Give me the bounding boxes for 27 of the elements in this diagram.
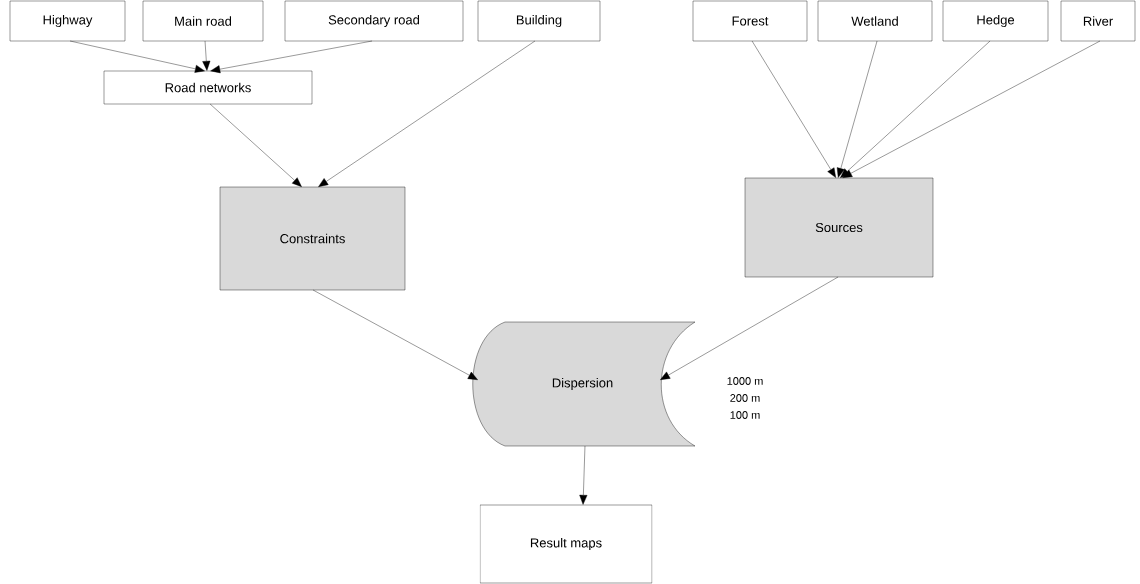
arrow xyxy=(660,276,839,380)
arrow xyxy=(202,40,211,71)
arrow xyxy=(318,40,536,187)
process-box: Road networks xyxy=(103,70,313,105)
process-box: Constraints xyxy=(219,186,406,291)
process-box: Sources xyxy=(744,177,934,278)
arrow xyxy=(751,40,836,178)
process-box: Forest xyxy=(692,0,808,42)
process-box: Result maps xyxy=(479,504,653,584)
arrow xyxy=(69,40,205,73)
arrow xyxy=(836,40,878,178)
distance-label: 100 m xyxy=(730,411,760,419)
distance-label: 1000 m xyxy=(727,377,763,385)
arrow xyxy=(312,289,478,380)
arrow xyxy=(210,40,373,74)
arrow xyxy=(840,40,991,178)
process-box: Main road xyxy=(142,0,264,42)
arrow xyxy=(842,40,1101,178)
arrow xyxy=(579,445,588,505)
process-box: Highway xyxy=(9,0,126,42)
process-box: Secondary road xyxy=(284,0,464,42)
process-box: Building xyxy=(477,0,601,42)
process-box: River xyxy=(1060,0,1136,42)
process-box: Wetland xyxy=(817,0,933,42)
process-box: Hedge xyxy=(942,0,1049,42)
arrow xyxy=(209,103,302,187)
distance-label: 200 m xyxy=(730,394,760,402)
